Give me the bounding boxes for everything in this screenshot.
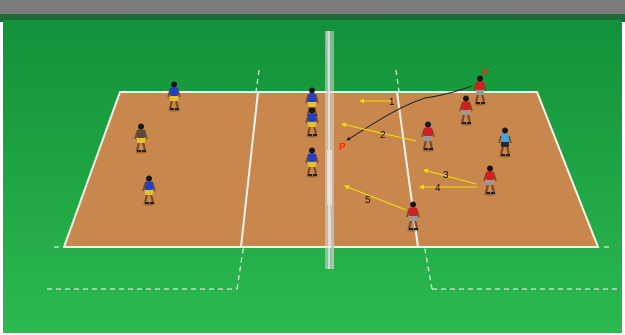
attack-arrow-label: 5 bbox=[365, 195, 371, 206]
attack-arrow-label: 1 bbox=[389, 97, 395, 108]
attack-arrow-label: 3 bbox=[443, 170, 449, 181]
setter-start-marker: P bbox=[482, 68, 489, 79]
attack-arrow-label: 4 bbox=[435, 183, 441, 194]
attack-arrow-label: 2 bbox=[380, 130, 386, 141]
top-bar bbox=[0, 0, 625, 14]
net bbox=[325, 31, 334, 269]
setter-end-marker: P bbox=[339, 142, 346, 153]
